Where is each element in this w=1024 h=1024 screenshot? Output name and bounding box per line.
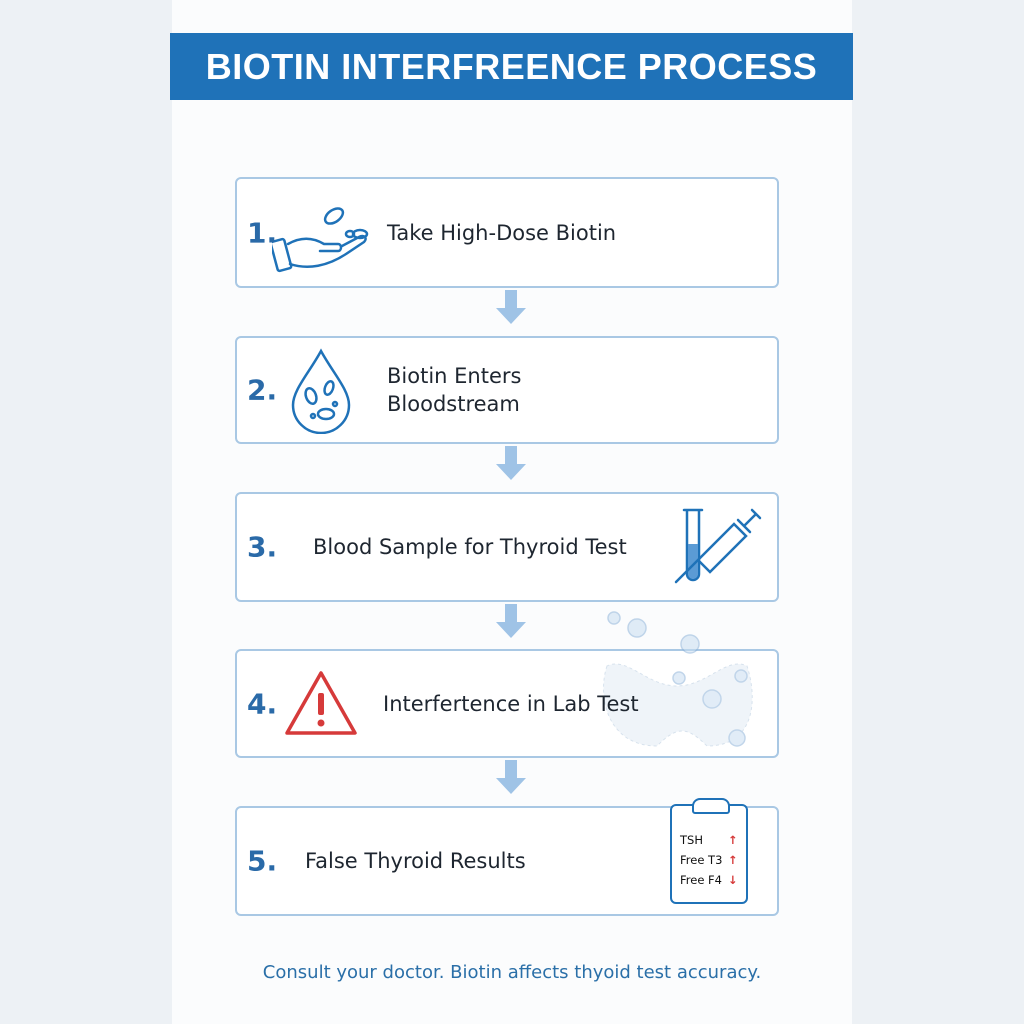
result-row: Free F4 ↓ bbox=[680, 870, 738, 890]
step-2: 2. Biotin Enters Bloodstream bbox=[235, 336, 779, 444]
arrow-down-icon bbox=[496, 290, 526, 324]
result-row: TSH ↑ bbox=[680, 830, 738, 850]
step-1: 1. Take High-Dose Biotin bbox=[235, 177, 779, 288]
result-name: TSH bbox=[680, 833, 703, 847]
step-4: 4. Interfertence in Lab Test bbox=[235, 611, 779, 758]
result-name: Free F4 bbox=[680, 873, 722, 887]
test-tube-syringe-icon bbox=[674, 508, 762, 584]
clipboard-icon: TSH ↑ Free T3 ↑ Free F4 ↓ bbox=[670, 798, 748, 904]
arrow-up-icon: ↑ bbox=[728, 853, 738, 867]
step-label: Interfertence in Lab Test bbox=[383, 691, 639, 716]
step-number: 4. bbox=[247, 687, 278, 720]
arrow-down-icon bbox=[496, 604, 526, 638]
result-row: Free T3 ↑ bbox=[680, 850, 738, 870]
arrow-down-icon: ↓ bbox=[728, 873, 738, 887]
result-name: Free T3 bbox=[680, 853, 723, 867]
step-number: 5. bbox=[247, 844, 278, 878]
step-number: 2. bbox=[247, 373, 278, 407]
step-label: False Thyroid Results bbox=[305, 849, 526, 873]
page-title: BIOTIN INTERFREENCE PROCESS bbox=[170, 33, 853, 100]
step-label: Biotin Enters Bloodstream bbox=[387, 364, 522, 416]
warning-icon bbox=[285, 671, 357, 735]
hand-pills-icon bbox=[272, 207, 369, 273]
arrow-down-icon bbox=[496, 760, 526, 794]
arrow-down-icon bbox=[496, 446, 526, 480]
arrow-up-icon: ↑ bbox=[728, 833, 738, 847]
blood-drop-icon bbox=[291, 348, 351, 434]
step-3: 3. Blood Sample for Thyroid Test bbox=[235, 492, 779, 602]
step-number: 3. bbox=[247, 530, 278, 564]
thyroid-molecule-icon bbox=[603, 611, 753, 747]
step-5: 5. False Thyroid Results TSH ↑ Free T3 ↑ F… bbox=[235, 798, 779, 916]
step-label: Take High-Dose Biotin bbox=[387, 220, 617, 245]
footer-note: Consult your doctor. Biotin affects thyo… bbox=[262, 962, 762, 983]
step-label: Blood Sample for Thyroid Test bbox=[313, 535, 627, 559]
step-number: 1. bbox=[247, 216, 278, 249]
